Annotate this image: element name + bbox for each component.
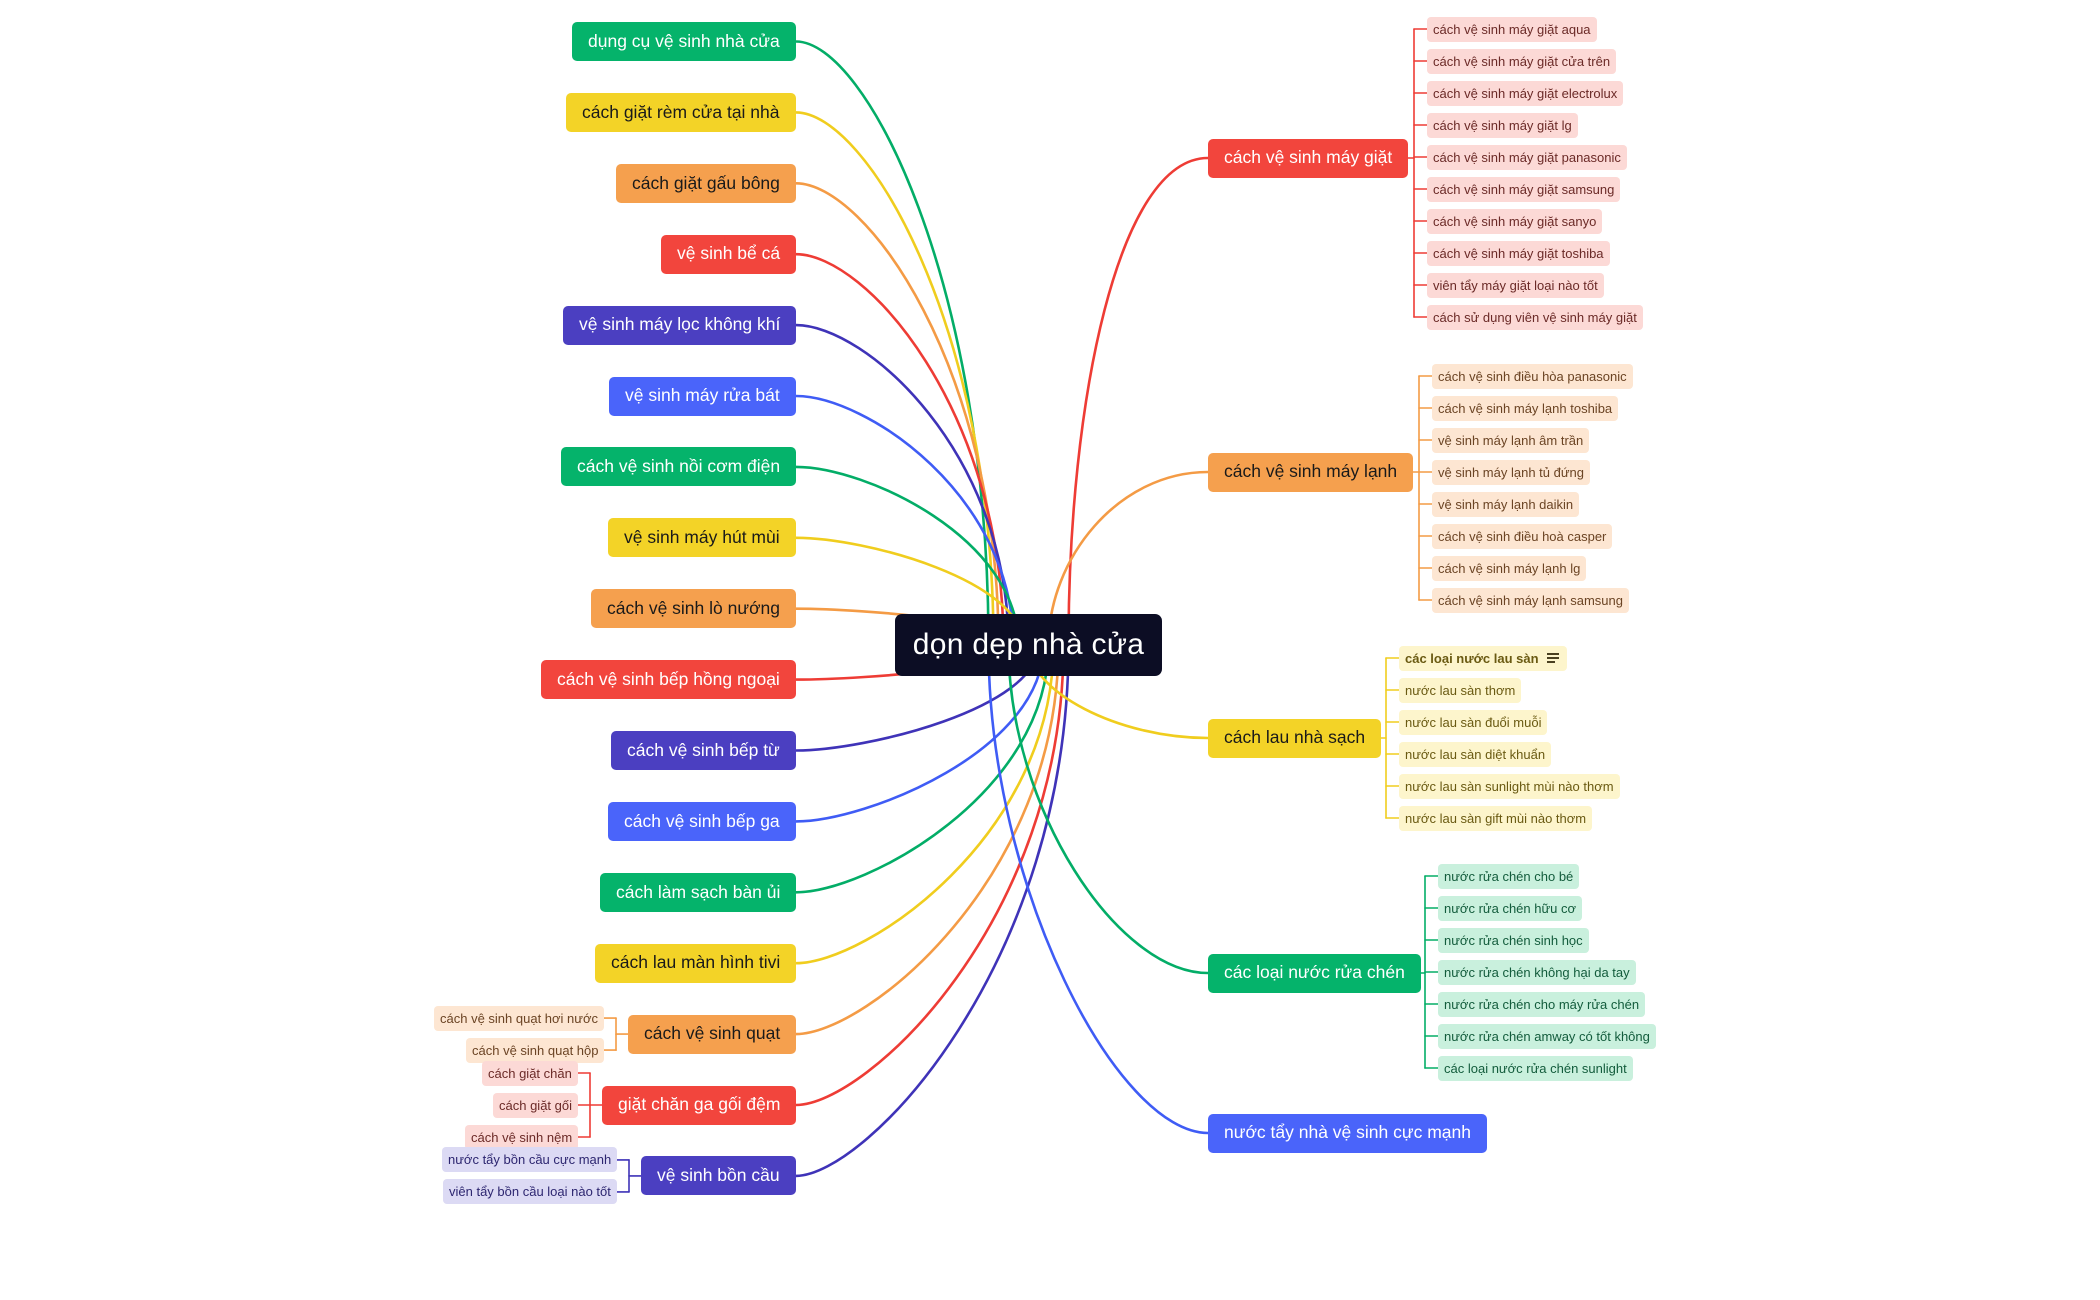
subtopic-cach-ve-sinh-dieu-hoa-panasonic[interactable]: cách vệ sinh điều hòa panasonic <box>1432 363 1633 389</box>
subtopic-cac-loai-nuoc-lau-san[interactable]: các loại nước lau sàn <box>1399 645 1567 671</box>
subtopic-cach-ve-sinh-dieu-hoa-casper[interactable]: cách vệ sinh điều hoà casper <box>1432 523 1613 549</box>
subtopic-cach-ve-sinh-may-lanh-samsung[interactable]: cách vệ sinh máy lạnh samsung <box>1432 587 1629 613</box>
edge-nuoc-tay-nha-ve-sinh-cuc-manh <box>987 643 1210 1135</box>
subtopic-cach-ve-sinh-quat-hop[interactable]: cách vệ sinh quạt hộp <box>466 1037 605 1063</box>
subtopic-cach-ve-sinh-may-lanh-lg[interactable]: cách vệ sinh máy lạnh lg <box>1432 555 1587 581</box>
subtopic-cach-giat-goi[interactable]: cách giặt gối <box>493 1092 578 1118</box>
subtopic-cach-ve-sinh-may-giat-panasonic[interactable]: cách vệ sinh máy giặt panasonic <box>1427 144 1627 170</box>
edge-giat-chan-ga-goi-dem <box>794 643 1065 1107</box>
subtopic-ve-sinh-may-lanh-daikin[interactable]: vệ sinh máy lạnh daikin <box>1432 491 1580 517</box>
branch-cach-giat-rem-cua-tai-nha[interactable]: cách giặt rèm cửa tại nhà <box>566 92 796 132</box>
branch-ve-sinh-bon-cau[interactable]: vệ sinh bồn cầu <box>641 1156 796 1196</box>
edge-cac-loai-nuoc-rua-chen <box>1007 643 1210 975</box>
branch-ve-sinh-may-loc-khong-khi[interactable]: vệ sinh máy lọc không khí <box>563 305 797 345</box>
subtopic-cach-ve-sinh-may-giat-toshiba[interactable]: cách vệ sinh máy giặt toshiba <box>1427 240 1610 266</box>
subtopic-vien-tay-bon-cau-loai-nao-tot[interactable]: viên tẩy bồn cầu loại nào tốt <box>443 1179 617 1205</box>
subtopic-cach-su-dung-vien-ve-sinh-may-giat[interactable]: cách sử dụng viên vệ sinh máy giặt <box>1427 304 1643 330</box>
subtopic-cach-ve-sinh-may-giat-sanyo[interactable]: cách vệ sinh máy giặt sanyo <box>1427 208 1603 234</box>
branch-cach-ve-sinh-bep-ga[interactable]: cách vệ sinh bếp ga <box>608 801 796 841</box>
branch-cach-giat-gau-bong[interactable]: cách giặt gấu bông <box>616 163 796 203</box>
subtopic-cach-ve-sinh-may-giat-samsung[interactable]: cách vệ sinh máy giặt samsung <box>1427 176 1621 202</box>
branch-dung-cu-ve-sinh-nha-cua[interactable]: dụng cụ vệ sinh nhà cửa <box>572 22 796 61</box>
subtopic-nuoc-rua-chen-cho-be[interactable]: nước rửa chén cho bé <box>1438 863 1580 889</box>
branch-cach-lam-sach-ban-ui[interactable]: cách làm sạch bàn ủi <box>600 872 797 912</box>
branch-cac-loai-nuoc-rua-chen[interactable]: các loại nước rửa chén <box>1208 953 1421 993</box>
edge-cach-ve-sinh-quat <box>794 643 1060 1036</box>
subtopic-cach-ve-sinh-quat-hoi-nuoc[interactable]: cách vệ sinh quạt hơi nước <box>434 1005 604 1031</box>
subtopic-nuoc-rua-chen-amway-co-tot-khong[interactable]: nước rửa chén amway có tốt không <box>1438 1023 1656 1049</box>
subtopic-cac-loai-nuoc-rua-chen-sunlight[interactable]: các loại nước rửa chén sunlight <box>1438 1055 1633 1081</box>
subtopic-nuoc-rua-chen-khong-hai-da-tay[interactable]: nước rửa chén không hại da tay <box>1438 959 1636 985</box>
edge-cach-lau-man-hinh-tivi <box>794 643 1055 965</box>
edge-ve-sinh-may-rua-bat <box>794 394 1015 647</box>
branch-cach-ve-sinh-may-lanh[interactable]: cách vệ sinh máy lạnh <box>1208 452 1414 492</box>
branch-cach-ve-sinh-bep-hong-ngoai[interactable]: cách vệ sinh bếp hồng ngoại <box>541 660 796 700</box>
subtopic-nuoc-rua-chen-sinh-hoc[interactable]: nước rửa chén sinh học <box>1438 927 1589 953</box>
subtopic-cach-ve-sinh-may-giat-lg[interactable]: cách vệ sinh máy giặt lg <box>1427 112 1578 138</box>
subtopic-nuoc-tay-bon-cau-cuc-manh[interactable]: nước tẩy bồn cầu cực mạnh <box>442 1147 618 1173</box>
edge-cach-ve-sinh-may-lanh <box>1047 470 1210 647</box>
subtopic-cach-giat-chan[interactable]: cách giặt chăn <box>482 1060 578 1086</box>
subtopic-nuoc-lau-san-sunlight-mui-nao-thom[interactable]: nước lau sàn sunlight mùi nào thơm <box>1399 773 1620 799</box>
branch-ve-sinh-be-ca[interactable]: vệ sinh bể cá <box>661 234 797 274</box>
branch-giat-chan-ga-goi-dem[interactable]: giặt chăn ga gối đệm <box>602 1085 797 1125</box>
subtopic-nuoc-lau-san-duoi-muoi[interactable]: nước lau sàn đuổi muỗi <box>1399 709 1548 735</box>
branch-cach-ve-sinh-bep-tu[interactable]: cách vệ sinh bếp từ <box>611 731 796 770</box>
branch-cach-ve-sinh-noi-com-dien[interactable]: cách vệ sinh nồi cơm điện <box>561 447 797 487</box>
branch-cach-lau-nha-sach[interactable]: cách lau nhà sạch <box>1208 718 1382 758</box>
branch-cach-ve-sinh-lo-nuong[interactable]: cách vệ sinh lò nướng <box>591 589 797 629</box>
note-icon[interactable] <box>1546 651 1559 666</box>
subtopic-ve-sinh-may-lanh-tu-dung[interactable]: vệ sinh máy lạnh tủ đứng <box>1432 459 1591 485</box>
edge-ve-sinh-bon-cau <box>794 643 1070 1178</box>
subtopic-nuoc-lau-san-thom[interactable]: nước lau sàn thơm <box>1399 677 1522 703</box>
branch-nuoc-tay-nha-ve-sinh-cuc-manh[interactable]: nước tẩy nhà vệ sinh cực mạnh <box>1208 1113 1487 1153</box>
edge-cach-ve-sinh-noi-com-dien <box>794 465 1020 647</box>
branch-ve-sinh-may-rua-bat[interactable]: vệ sinh máy rửa bát <box>609 376 796 416</box>
subtopic-vien-tay-may-giat-loai-nao-tot[interactable]: viên tẩy máy giặt loại nào tốt <box>1427 272 1604 298</box>
subtopic-cach-ve-sinh-may-giat-aqua[interactable]: cách vệ sinh máy giặt aqua <box>1427 16 1597 42</box>
subtopic-nuoc-rua-chen-huu-co[interactable]: nước rửa chén hữu cơ <box>1438 895 1583 921</box>
subtopic-cach-ve-sinh-may-lanh-toshiba[interactable]: cách vệ sinh máy lạnh toshiba <box>1432 395 1619 421</box>
subtopic-nuoc-rua-chen-cho-may-rua-chen[interactable]: nước rửa chén cho máy rửa chén <box>1438 991 1646 1017</box>
edge-cach-ve-sinh-bep-ga <box>794 643 1045 823</box>
root-topic[interactable]: dọn dẹp nhà cửa <box>895 614 1162 676</box>
subtopic-cach-ve-sinh-may-giat-electrolux[interactable]: cách vệ sinh máy giặt electrolux <box>1427 80 1624 106</box>
subtopic-cach-ve-sinh-may-giat-cua-tren[interactable]: cách vệ sinh máy giặt cửa trên <box>1427 48 1617 74</box>
edge-dung-cu-ve-sinh-nha-cua <box>794 40 990 647</box>
subtopic-nuoc-lau-san-gift-mui-nao-thom[interactable]: nước lau sàn gift mùi nào thơm <box>1399 805 1593 831</box>
branch-ve-sinh-may-hut-mui[interactable]: vệ sinh máy hút mùi <box>608 518 796 558</box>
edge-cach-lam-sach-ban-ui <box>794 643 1050 894</box>
subtopic-cach-ve-sinh-nem[interactable]: cách vệ sinh nệm <box>465 1124 579 1150</box>
subtopic-ve-sinh-may-lanh-am-tran[interactable]: vệ sinh máy lạnh âm trần <box>1432 427 1590 453</box>
branch-cach-lau-man-hinh-tivi[interactable]: cách lau màn hình tivi <box>595 943 797 983</box>
branch-cach-ve-sinh-quat[interactable]: cách vệ sinh quạt <box>628 1014 797 1054</box>
subtopic-nuoc-lau-san-diet-khuan[interactable]: nước lau sàn diệt khuẩn <box>1399 741 1552 767</box>
branch-cach-ve-sinh-may-giat[interactable]: cách vệ sinh máy giặt <box>1208 138 1409 178</box>
edge-cach-ve-sinh-may-giat <box>1067 156 1210 647</box>
